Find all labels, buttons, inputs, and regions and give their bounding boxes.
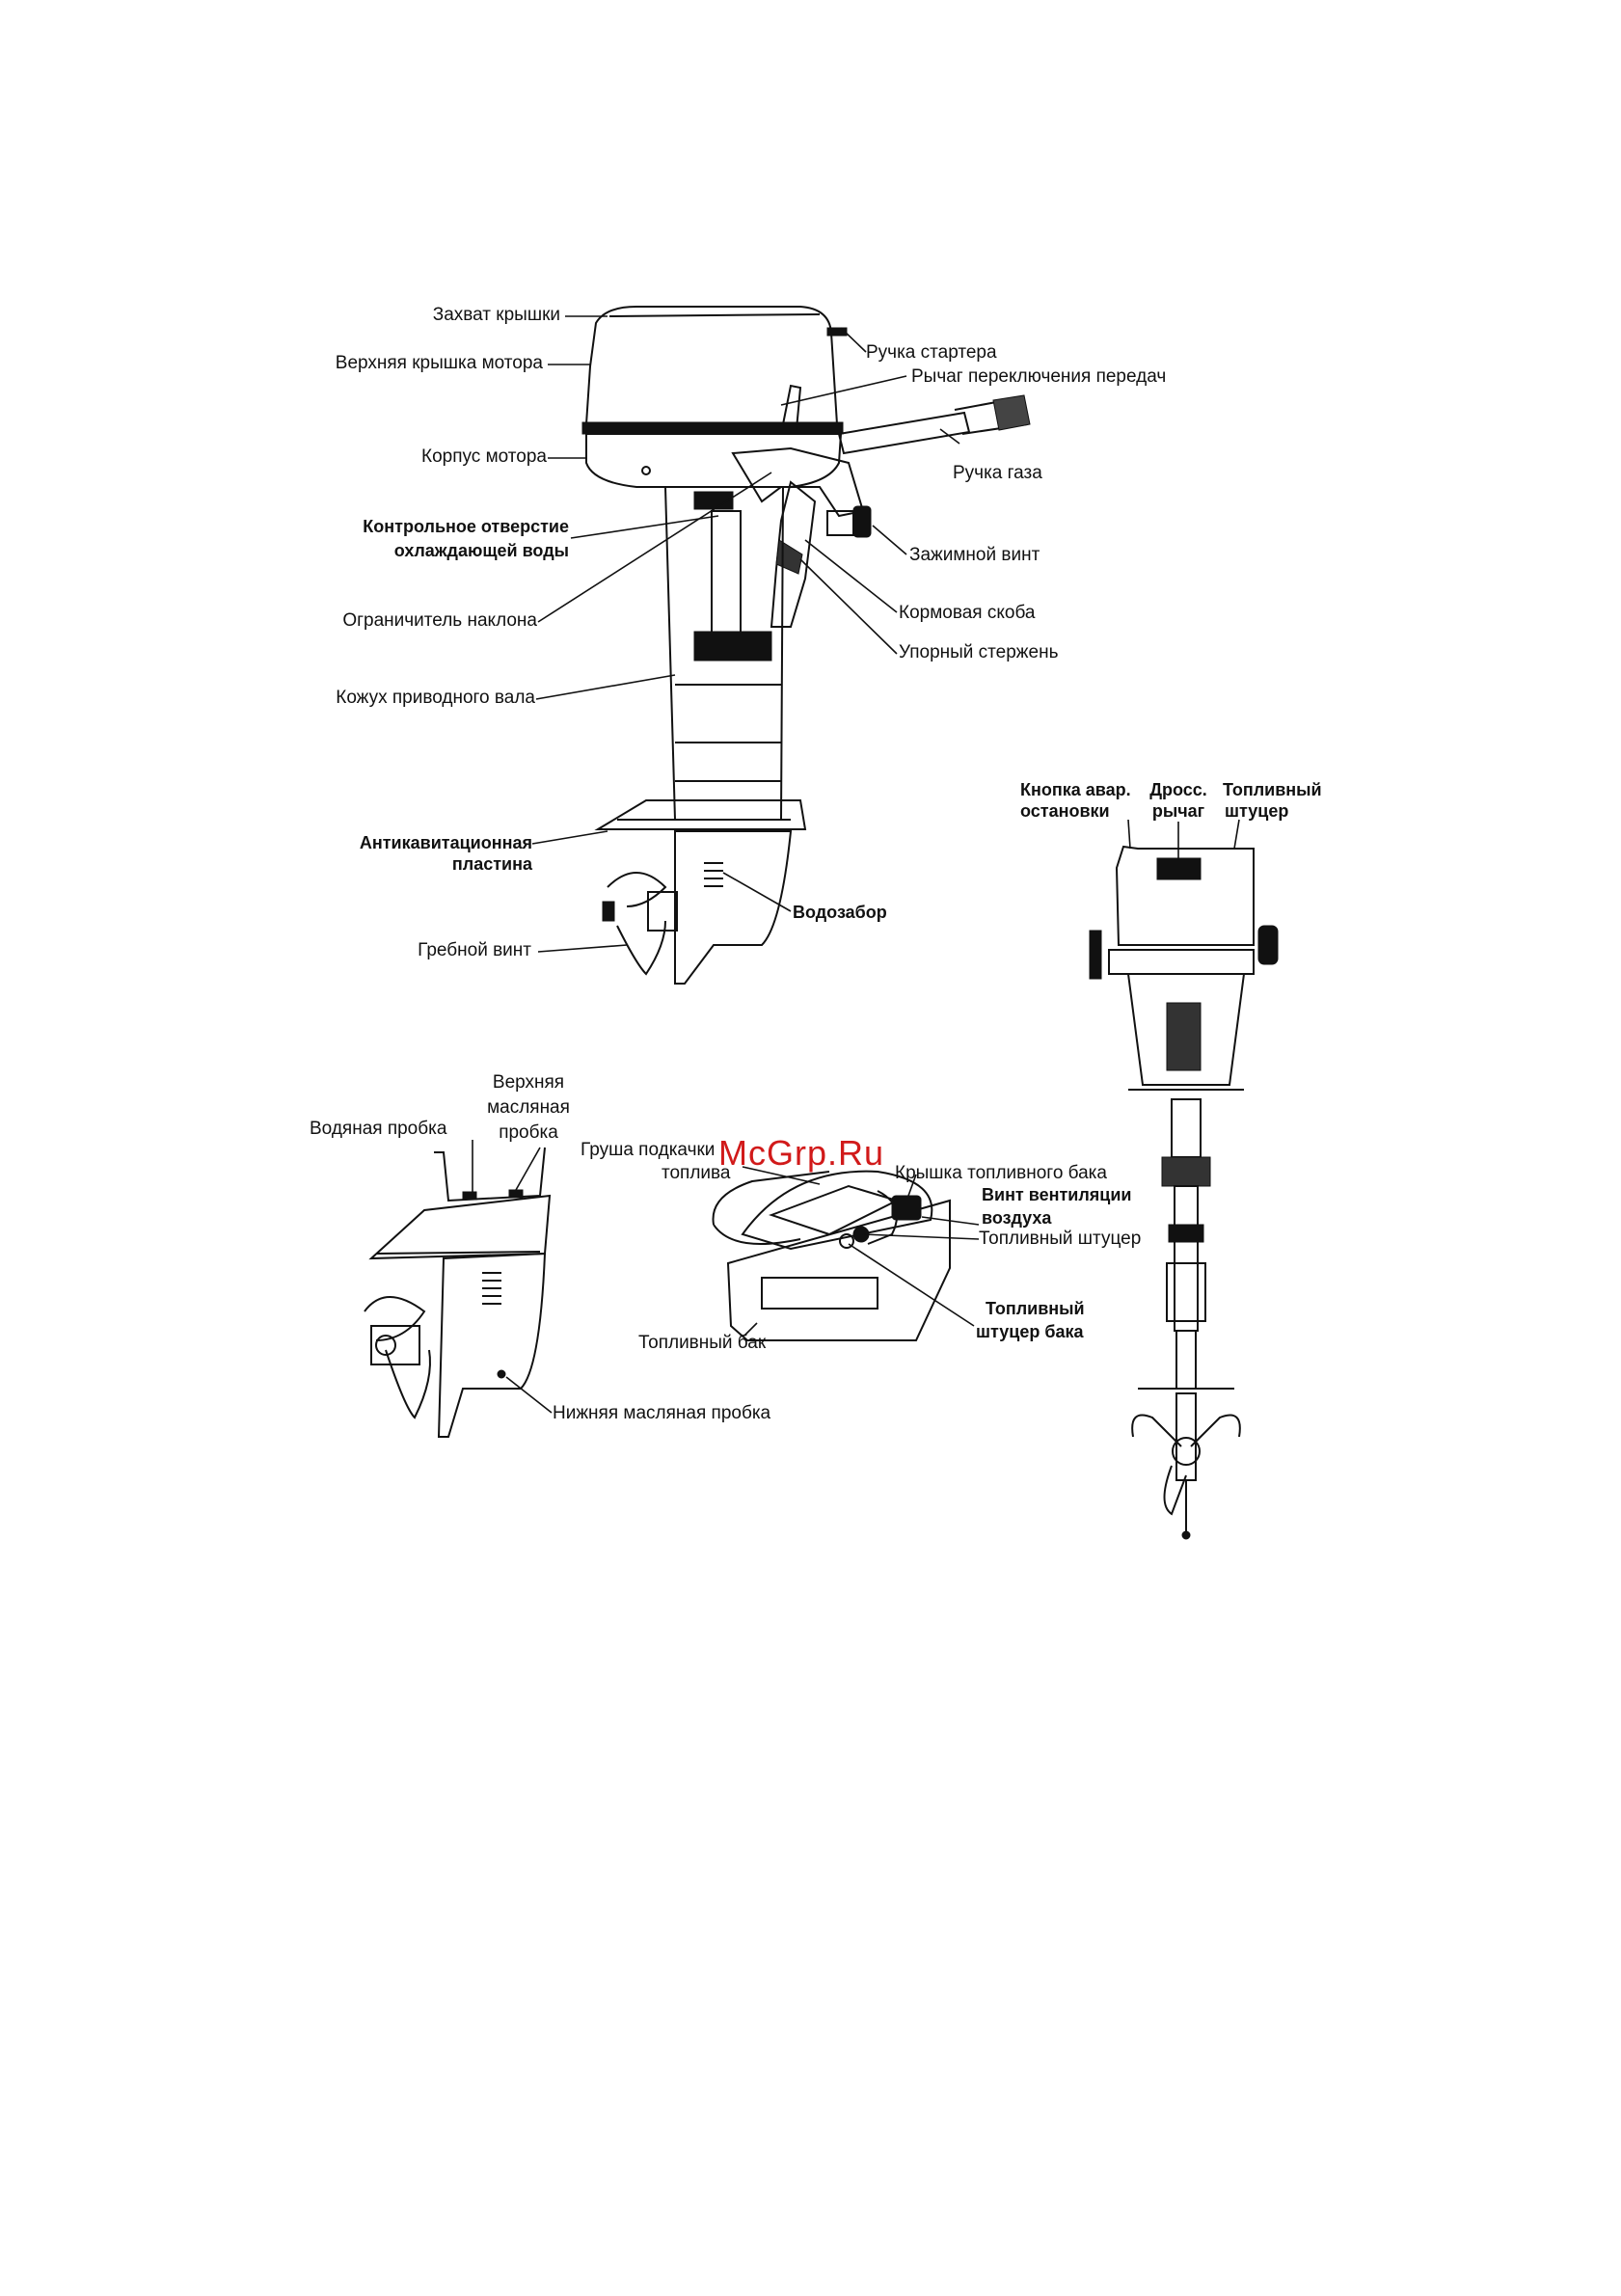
fuel-tank-drawing [712,1170,951,1341]
label-air-vent-screw-2: воздуха [982,1208,1052,1228]
label-upper-oil-plug-2: масляная [487,1097,570,1118]
label-cover-grip: Захват крышки [432,305,560,325]
label-emergency-stop-1: Кнопка авар. [1020,780,1131,799]
label-throttle-grip: Ручка газа [953,463,1042,483]
label-tank-fuel-connector-1: Топливный [986,1299,1085,1318]
label-fuel-connector: Топливный штуцер [979,1229,1142,1249]
front-view-motor-drawing [1089,845,1279,1540]
label-anticavitation-plate-2: пластина [451,854,532,874]
label-primer-bulb-1: Груша подкачки [581,1140,716,1160]
label-emergency-stop-2: остановки [1020,801,1110,821]
label-upper-oil-plug-3: пробка [499,1122,558,1143]
label-water-plug: Водяная пробка [310,1119,447,1139]
label-cooling-check-hole-1: Контрольное отверстие [363,517,569,536]
main-motor-drawing [581,306,1031,985]
label-tilt-limiter: Ограничитель наклона [342,610,537,631]
label-fuel-tank-cap: Крышка топливного бака [895,1163,1107,1183]
label-shift-lever: Рычаг переключения передач [911,366,1167,387]
label-anticavitation-plate-1: Антикавитационная [359,833,532,852]
label-fuel-connector-top-1: Топливный [1223,780,1322,799]
label-top-cover: Верхняя крышка мотора [335,353,543,373]
label-starter-handle: Ручка стартера [866,342,997,363]
label-stern-bracket: Кормовая скоба [899,603,1036,623]
label-engine-body: Корпус мотора [421,446,547,467]
watermark: McGrp.Ru [718,1133,885,1173]
fuel-tank-leaders [742,1166,980,1337]
label-cooling-check-hole-2: охлаждающей воды [393,541,569,560]
label-choke-lever-1: Дросс. [1149,780,1207,799]
front-view-leaders [1127,819,1240,858]
label-fuel-tank: Топливный бак [638,1333,767,1353]
label-driveshaft-housing: Кожух приводного вала [336,688,535,708]
label-clamp-screw: Зажимной винт [909,545,1040,565]
label-water-intake: Водозабор [793,903,887,922]
lower-unit-drawing [364,1147,552,1438]
label-primer-bulb-2: топлива [662,1163,731,1183]
main-motor-leaders [531,315,960,953]
lower-unit-leaders [472,1140,553,1414]
label-tank-fuel-connector-2: штуцер бака [976,1322,1084,1341]
label-air-vent-screw-1: Винт вентиляции [982,1185,1132,1204]
label-upper-oil-plug-1: Верхняя [492,1072,565,1093]
label-fuel-connector-top-2: штуцер [1225,801,1289,821]
label-thrust-rod: Упорный стержень [899,642,1059,662]
label-choke-lever-2: рычаг [1151,801,1205,821]
label-propeller: Гребной винт [418,940,531,960]
label-lower-oil-plug: Нижняя масляная пробка [553,1403,771,1423]
